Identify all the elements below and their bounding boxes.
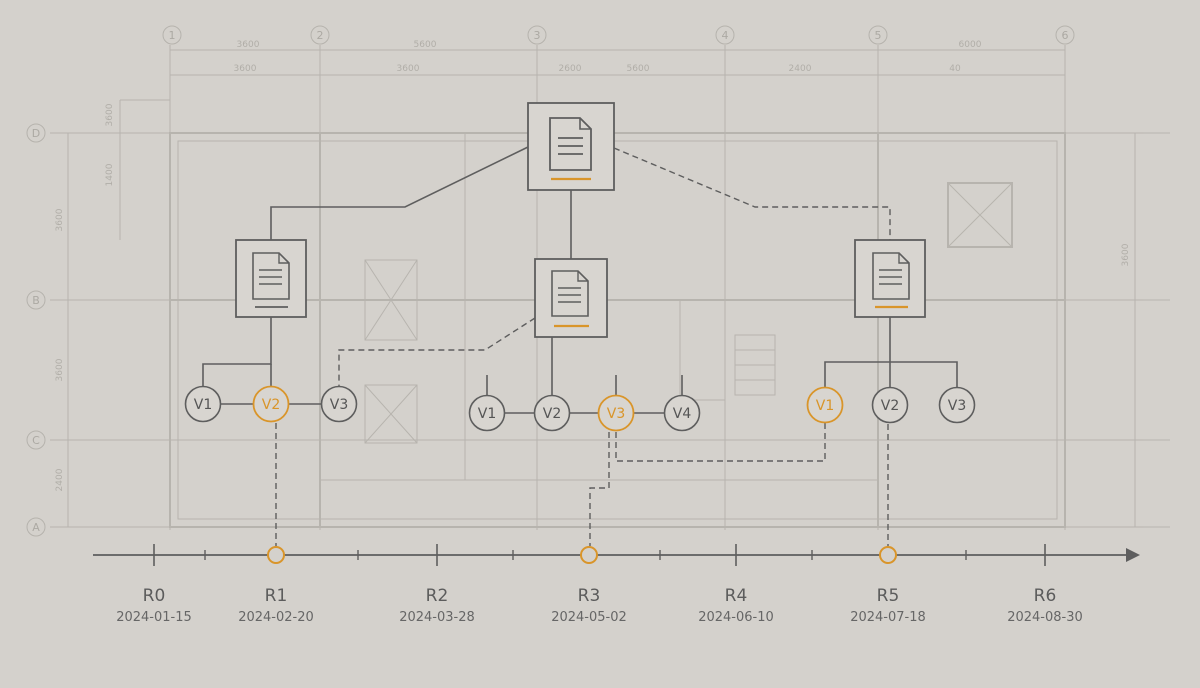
dimension-label: 1400 bbox=[105, 163, 115, 186]
version-label: V1 bbox=[478, 406, 496, 422]
version-node-highlighted[interactable]: V2 bbox=[252, 385, 290, 423]
connector-root-left bbox=[270, 146, 529, 240]
document-icon bbox=[252, 252, 290, 308]
dashed-center-v3-right-v1 bbox=[615, 423, 826, 462]
dashed-root-right bbox=[613, 147, 891, 240]
version-node[interactable]: V2 bbox=[533, 394, 571, 432]
release-labels: R0 2024-01-15 R1 2024-02-20 R2 2024-03-2… bbox=[116, 586, 1083, 625]
version-label: V2 bbox=[543, 406, 561, 422]
release-label: R0 bbox=[143, 586, 166, 606]
timeline bbox=[93, 544, 1140, 566]
release-label: R4 bbox=[725, 586, 748, 606]
version-node[interactable]: V1 bbox=[468, 394, 506, 432]
release-marker-r3[interactable] bbox=[580, 546, 598, 564]
grid-col-label: 5 bbox=[875, 29, 882, 42]
dimension-label: 2400 bbox=[55, 468, 65, 491]
document-node-right[interactable] bbox=[854, 239, 926, 318]
release-label: R6 bbox=[1034, 586, 1057, 606]
dimension-label: 40 bbox=[949, 64, 961, 74]
version-label: V2 bbox=[881, 398, 899, 414]
dimension-label: 6000 bbox=[959, 40, 982, 50]
document-node-left[interactable] bbox=[235, 239, 307, 318]
release-date: 2024-05-02 bbox=[551, 610, 627, 625]
version-label: V4 bbox=[673, 406, 692, 422]
timeline-arrow-icon bbox=[1126, 548, 1140, 562]
dimension-label: 3600 bbox=[397, 64, 420, 74]
dimension-label: 3600 bbox=[55, 358, 65, 381]
version-label: V3 bbox=[948, 398, 966, 414]
version-node[interactable]: V4 bbox=[663, 394, 701, 432]
dimension-label: 2600 bbox=[559, 64, 582, 74]
release-date: 2024-06-10 bbox=[698, 610, 774, 625]
grid-col-label: 2 bbox=[317, 29, 324, 42]
release-label: R1 bbox=[265, 586, 288, 606]
connector-right-versions bbox=[824, 361, 958, 388]
grid-col-label: 1 bbox=[169, 29, 176, 42]
dashed-center-v3-to-r3 bbox=[589, 432, 610, 546]
release-date: 2024-01-15 bbox=[116, 610, 192, 625]
grid-row-label: A bbox=[32, 521, 40, 534]
dimension-label: 2400 bbox=[789, 64, 812, 74]
dashed-center-left-v3 bbox=[338, 317, 536, 387]
version-label: V3 bbox=[607, 406, 625, 422]
release-label: R2 bbox=[426, 586, 449, 606]
release-date: 2024-07-18 bbox=[850, 610, 926, 625]
dimension-label: 3600 bbox=[1121, 243, 1131, 266]
document-node-center[interactable] bbox=[534, 258, 608, 338]
dimension-label: 3600 bbox=[105, 103, 115, 126]
dimension-label: 5600 bbox=[627, 64, 650, 74]
version-label: V3 bbox=[330, 397, 348, 413]
version-node[interactable]: V3 bbox=[938, 386, 976, 424]
release-label: R5 bbox=[877, 586, 900, 606]
document-icon bbox=[872, 252, 910, 309]
document-node-root[interactable] bbox=[527, 102, 615, 191]
version-node[interactable]: V3 bbox=[320, 385, 358, 423]
version-node-highlighted[interactable]: V1 bbox=[806, 386, 844, 424]
version-label: V1 bbox=[816, 398, 834, 414]
version-label: V2 bbox=[262, 397, 280, 413]
grid-col-label: 4 bbox=[722, 29, 729, 42]
document-icon bbox=[549, 117, 592, 181]
release-marker-r1[interactable] bbox=[267, 546, 285, 564]
release-marker-r5[interactable] bbox=[879, 546, 897, 564]
version-node[interactable]: V1 bbox=[184, 385, 222, 423]
grid-col-label: 6 bbox=[1062, 29, 1069, 42]
version-label: V1 bbox=[194, 397, 212, 413]
dimension-label: 3600 bbox=[234, 64, 257, 74]
release-label: R3 bbox=[578, 586, 601, 606]
release-date: 2024-08-30 bbox=[1007, 610, 1083, 625]
dimension-label: 3600 bbox=[55, 208, 65, 231]
release-date: 2024-03-28 bbox=[399, 610, 475, 625]
release-date: 2024-02-20 bbox=[238, 610, 314, 625]
grid-row-label: C bbox=[32, 434, 40, 447]
grid-col-label: 3 bbox=[534, 29, 541, 42]
dimension-label: 5600 bbox=[414, 40, 437, 50]
connector-left-versions bbox=[202, 317, 272, 390]
document-icon bbox=[551, 270, 589, 328]
dimension-label: 3600 bbox=[237, 40, 260, 50]
version-node[interactable]: V2 bbox=[871, 386, 909, 424]
grid-row-label: D bbox=[32, 127, 40, 140]
grid-row-label: B bbox=[32, 294, 40, 307]
version-node-highlighted[interactable]: V3 bbox=[597, 394, 635, 432]
